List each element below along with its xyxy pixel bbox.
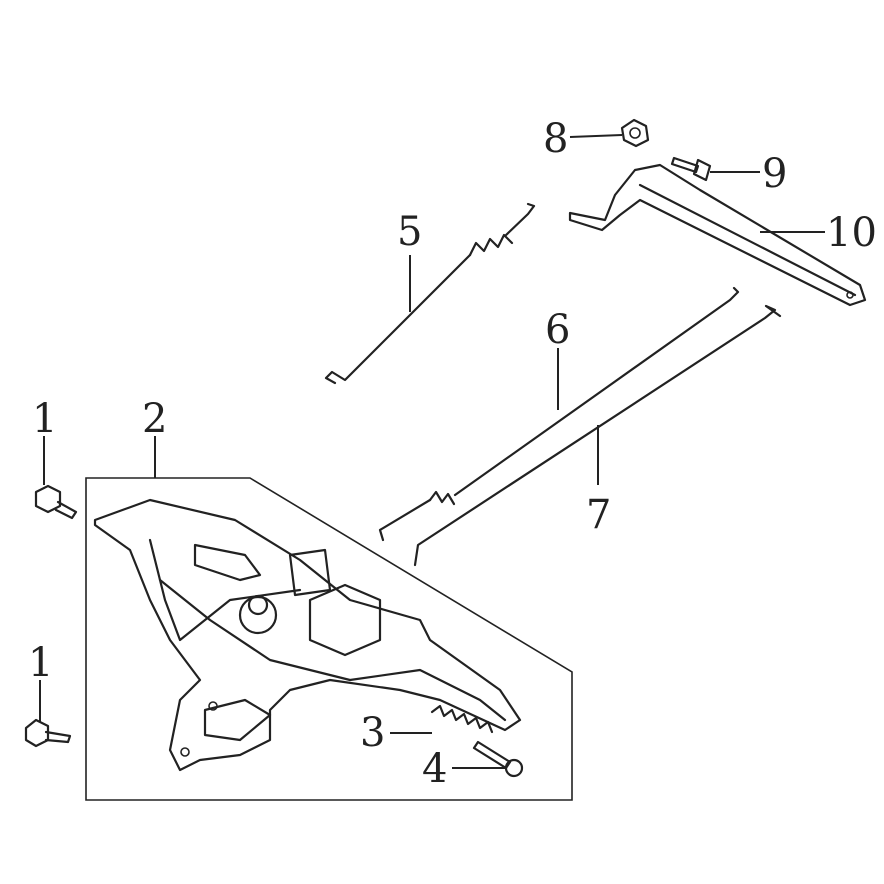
rod-7 (413, 304, 782, 567)
rod-6 (378, 286, 740, 542)
callout-9: 9 (762, 151, 787, 197)
nut-8 (620, 118, 650, 148)
governor-spring-rod-5 (324, 202, 536, 385)
callout-10: 10 (826, 210, 877, 256)
callout-1b: 1 (28, 640, 53, 686)
callout-5: 5 (397, 209, 422, 255)
callout-2: 2 (142, 396, 167, 442)
callout-7: 7 (586, 492, 611, 538)
callout-3: 3 (360, 710, 385, 756)
callout-4: 4 (422, 746, 447, 792)
assembly-outline (85, 477, 573, 801)
bolt-9 (670, 156, 712, 182)
screw-4 (472, 740, 524, 778)
callout-1a: 1 (32, 396, 57, 442)
callout-8: 8 (543, 116, 568, 162)
control-plate-assembly (93, 498, 522, 772)
lever-10 (568, 163, 867, 307)
callout-6: 6 (545, 307, 570, 353)
bolt-1-bottom (24, 718, 72, 748)
spring-3 (430, 704, 494, 734)
leader-8 (569, 134, 623, 138)
bolt-1-top (34, 484, 78, 520)
